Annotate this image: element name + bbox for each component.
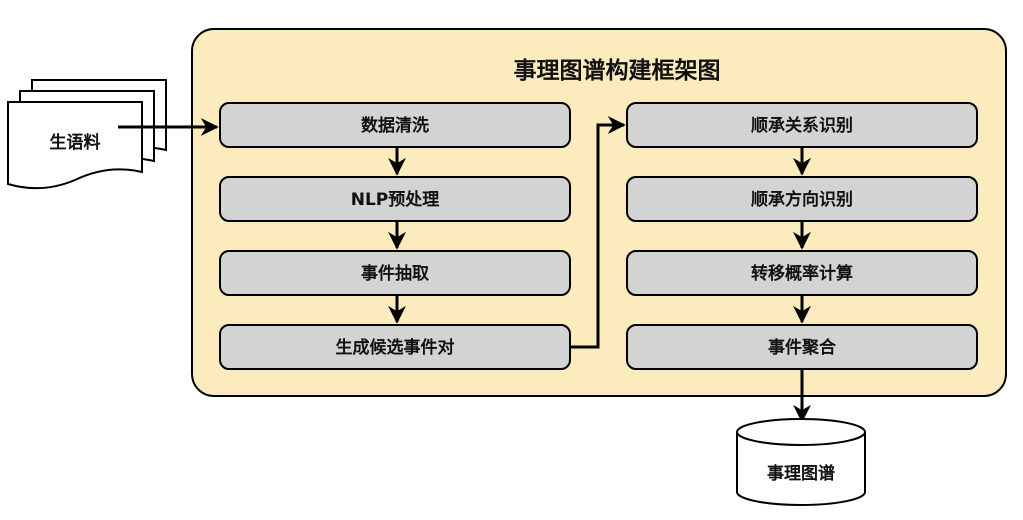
step-nlp-preprocessing: NLP预处理: [219, 176, 571, 222]
event-graph-database: 事理图谱: [736, 418, 866, 506]
arrow-left-to-right-column: [570, 116, 626, 349]
step-label: 顺承方向识别: [751, 189, 853, 210]
step-label: 事件聚合: [768, 337, 837, 358]
step-label: 事件抽取: [361, 263, 429, 284]
event-graph-label: 事理图谱: [767, 463, 835, 484]
raw-corpus-document: 生语料: [7, 79, 167, 190]
step-event-aggregation: 事件聚合: [626, 324, 978, 370]
step-sequential-direction-recognition: 顺承方向识别: [626, 176, 978, 222]
diagram-title: 事理图谱构建框架图: [514, 57, 721, 84]
step-candidate-event-pairs: 生成候选事件对: [219, 324, 571, 370]
step-label: 顺承关系识别: [751, 115, 853, 136]
step-label: 数据清洗: [361, 115, 429, 136]
step-event-extraction: 事件抽取: [219, 250, 571, 296]
step-sequential-relation-recognition: 顺承关系识别: [626, 102, 978, 148]
raw-corpus-label: 生语料: [50, 132, 101, 153]
step-label: 转移概率计算: [751, 263, 853, 284]
step-label: NLP预处理: [351, 189, 440, 210]
step-transition-probability: 转移概率计算: [626, 250, 978, 296]
step-label: 生成候选事件对: [336, 337, 455, 358]
step-data-cleaning: 数据清洗: [219, 102, 571, 148]
